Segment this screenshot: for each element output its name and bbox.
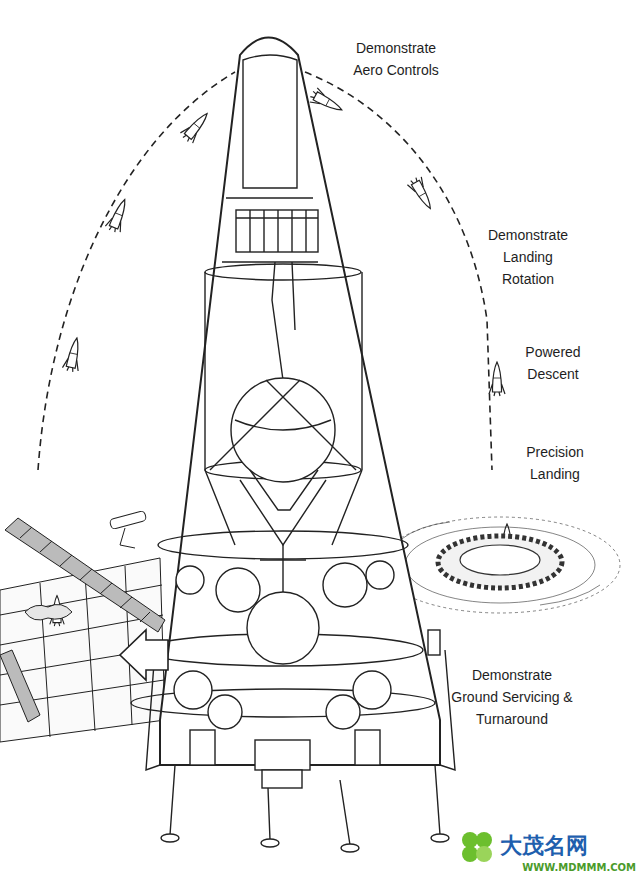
ground-pad-part [0, 650, 40, 722]
watermark-url: WWW.MDMMM.COM [522, 862, 636, 874]
rocket-cutaway-part [222, 198, 318, 262]
rocket-cutaway-part [190, 730, 215, 765]
watermark-logo [462, 832, 492, 862]
rocket-cutaway-part [235, 420, 331, 430]
rocket-cutaway-part [208, 695, 242, 729]
rocket-cutaway-part [326, 695, 360, 729]
rocket-cutaway-part [176, 566, 204, 594]
landing-cloud-part [405, 527, 595, 603]
stage-label: Powered Descent [516, 341, 590, 385]
servicing-arrow [120, 630, 168, 680]
flight-rockets-part [179, 108, 213, 144]
rocket-cutaway-part [355, 730, 380, 765]
rocket-cutaway-part [323, 563, 367, 607]
ground-pad-part [109, 511, 146, 530]
rocket-cutaway-part [236, 210, 318, 252]
watermark-logo-part [462, 832, 478, 848]
ground-pad-part [5, 518, 165, 632]
rocket-cutaway-part [255, 740, 310, 770]
rocket-cutaway-part [431, 834, 449, 842]
stage-label: Precision Landing [516, 441, 594, 485]
watermark: 大茂名网 [500, 833, 588, 859]
landing-cloud-part [460, 545, 540, 575]
flight-rockets-part [308, 87, 346, 117]
stage-label: Demonstrate Landing Rotation [482, 224, 574, 290]
ground-pad-part [120, 528, 135, 548]
rocket-cutaway-part [231, 378, 335, 482]
ground-pad-part [25, 604, 72, 620]
watermark-logo-part [476, 846, 492, 862]
rocket-cutaway-part [161, 834, 179, 842]
rocket-cutaway-part [261, 839, 279, 847]
rocket-cutaway-part [341, 844, 359, 852]
landing-cloud-part [438, 536, 562, 588]
rocket-cutaway-part [216, 568, 260, 612]
rocket-cutaway-part [428, 630, 440, 655]
landing-cloud-part [380, 517, 620, 613]
rocket-cutaway-part [243, 55, 297, 188]
ground-pad-part [20, 527, 150, 622]
flight-rockets-part [489, 362, 505, 396]
flight-rockets-part [406, 175, 437, 212]
rocket-cutaway-part [174, 671, 212, 709]
rocket-cutaway-part [262, 770, 302, 788]
rocket-cutaway-part [236, 210, 318, 252]
stage-label: Demonstrate Aero Controls [344, 37, 448, 81]
landing-cloud [380, 517, 620, 613]
rocket-cutaway [131, 38, 455, 853]
ground-pad [0, 511, 165, 742]
rocket-cutaway-part [366, 561, 394, 589]
rocket-cutaway-part [250, 470, 318, 510]
rocket-cutaway-part [272, 262, 295, 380]
rocket-cutaway-part [170, 765, 440, 845]
rocket-cutaway-part [247, 592, 319, 664]
flight-rockets-part [105, 196, 133, 234]
watermark-logo-part [462, 846, 478, 862]
stage-label: Demonstrate Ground Servicing & Turnaroun… [449, 664, 576, 730]
rocket-cutaway-part [260, 545, 306, 592]
flight-rockets-part [62, 336, 85, 373]
watermark-logo-part [476, 832, 492, 848]
rocket-cutaway-part [205, 264, 361, 280]
landing-cloud-part [400, 522, 600, 605]
rocket-cutaway-part [146, 650, 455, 770]
rocket-cutaway-part [205, 380, 362, 545]
rocket-cutaway-part [353, 671, 391, 709]
rocket-cutaway-part [160, 38, 440, 766]
